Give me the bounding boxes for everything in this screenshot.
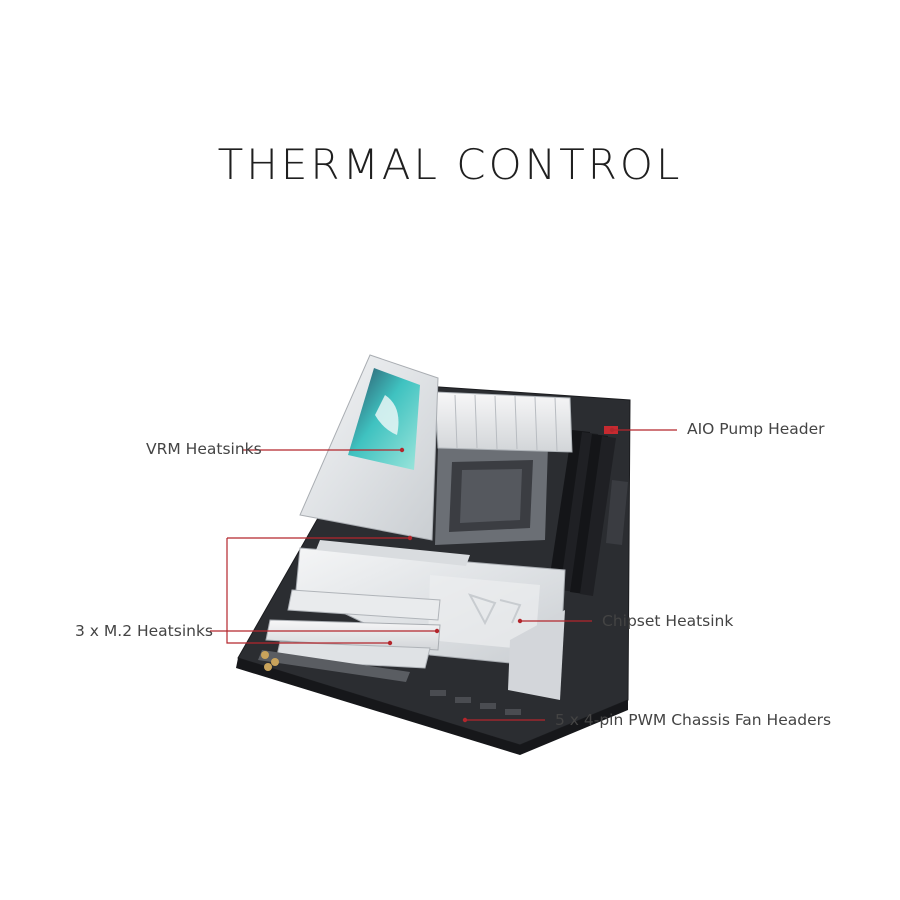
chipset-heatsink-label: Chipset Heatsink [602,612,733,630]
fan-headers-label: 5 x 4-pin PWM Chassis Fan Headers [555,711,831,729]
vrm-heatsinks-label: VRM Heatsinks [146,440,262,458]
aio-pump-header-label: AIO Pump Header [687,420,825,438]
m2-heatsinks-label: 3 x M.2 Heatsinks [75,622,213,640]
